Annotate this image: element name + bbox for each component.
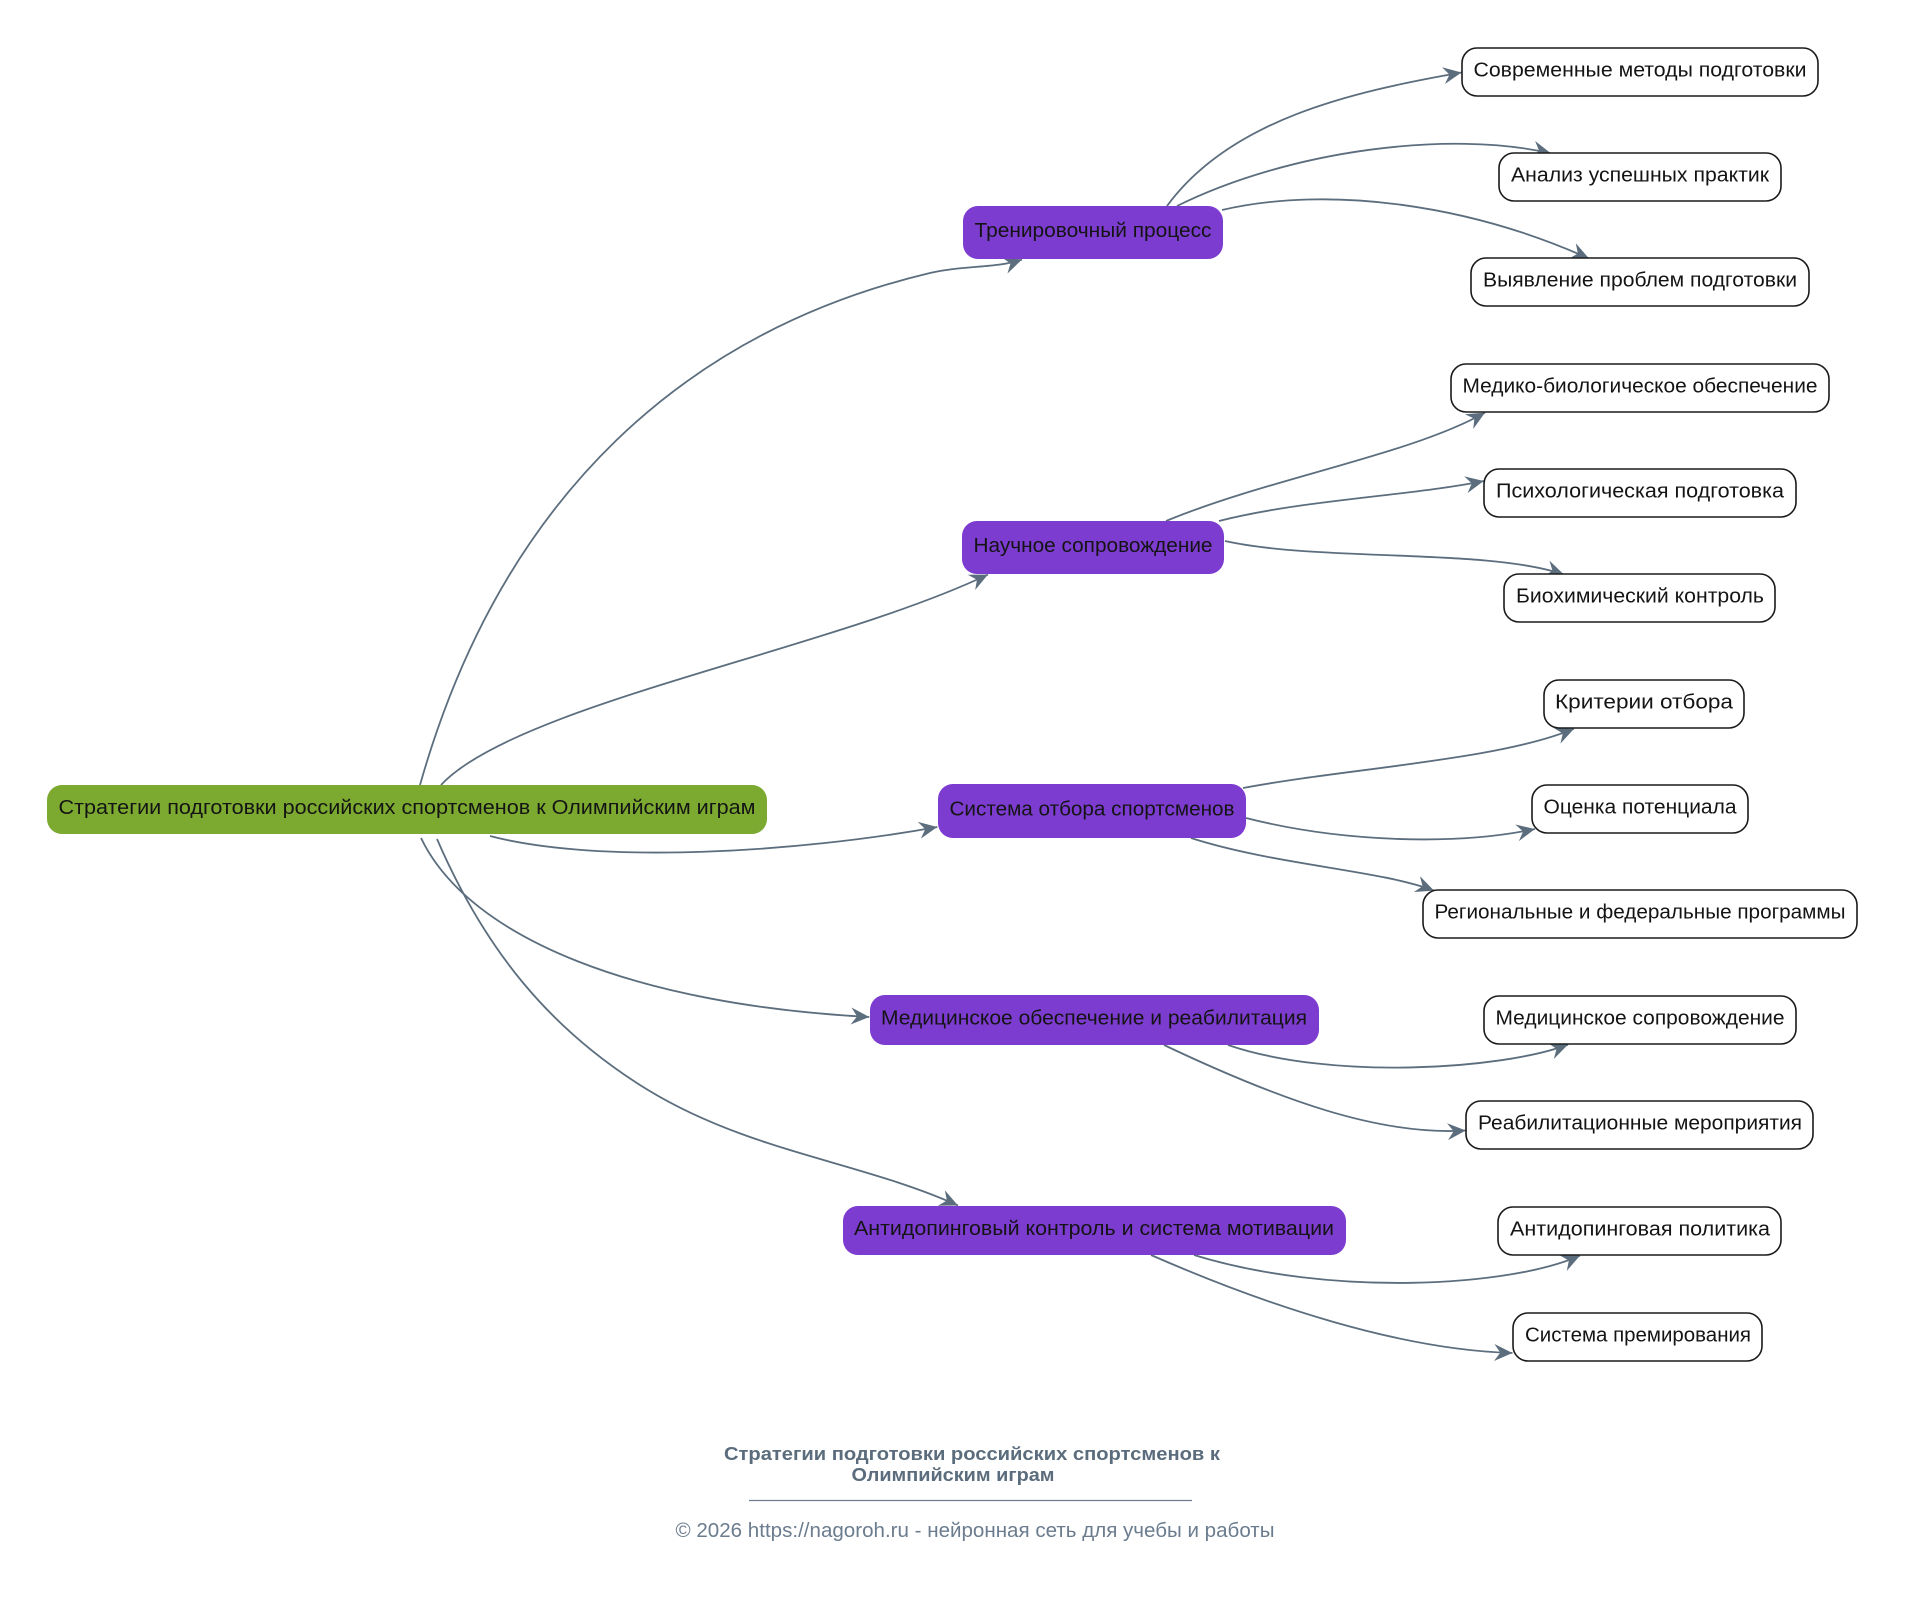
- svg-text:Медико-биологическое обеспечен: Медико-биологическое обеспечение: [1463, 376, 1818, 398]
- svg-text:Выявление проблем подготовки: Выявление проблем подготовки: [1483, 270, 1797, 292]
- svg-text:Современные методы подготовки: Современные методы подготовки: [1474, 60, 1807, 82]
- svg-text:Олимпийским играм: Олимпийским играм: [852, 1465, 1055, 1485]
- svg-text:Антидопинговая политика: Антидопинговая политика: [1510, 1219, 1771, 1241]
- svg-text:Медицинское обеспечение и реаб: Медицинское обеспечение и реабилитация: [881, 1008, 1307, 1030]
- svg-text:Антидопинговый контроль и сист: Антидопинговый контроль и система мотива…: [854, 1218, 1334, 1240]
- svg-text:Стратегии подготовки российски: Стратегии подготовки российских спортсме…: [59, 797, 756, 819]
- svg-text:Анализ успешных практик: Анализ успешных практик: [1511, 165, 1769, 187]
- svg-text:Система премирования: Система премирования: [1525, 1325, 1751, 1347]
- svg-text:Психологическая подготовка: Психологическая подготовка: [1496, 481, 1785, 503]
- svg-text:Биохимический контроль: Биохимический контроль: [1516, 586, 1764, 608]
- svg-text:Научное сопровождение: Научное сопровождение: [974, 535, 1213, 557]
- svg-text:Реабилитационные мероприятия: Реабилитационные мероприятия: [1478, 1113, 1802, 1135]
- svg-text:Тренировочный процесс: Тренировочный процесс: [975, 220, 1212, 242]
- svg-text:Стратегии подготовки российски: Стратегии подготовки российских спортсме…: [724, 1444, 1221, 1464]
- svg-text:Медицинское сопровождение: Медицинское сопровождение: [1496, 1008, 1785, 1030]
- svg-text:Критерии отбора: Критерии отбора: [1555, 692, 1734, 714]
- svg-text:Система отбора спортсменов: Система отбора спортсменов: [950, 799, 1235, 821]
- svg-text:Региональные и федеральные про: Региональные и федеральные программы: [1435, 902, 1846, 924]
- svg-text:Оценка потенциала: Оценка потенциала: [1544, 797, 1738, 819]
- svg-text:© 2026 https://nagoroh.ru - не: © 2026 https://nagoroh.ru - нейронная се…: [676, 1520, 1275, 1542]
